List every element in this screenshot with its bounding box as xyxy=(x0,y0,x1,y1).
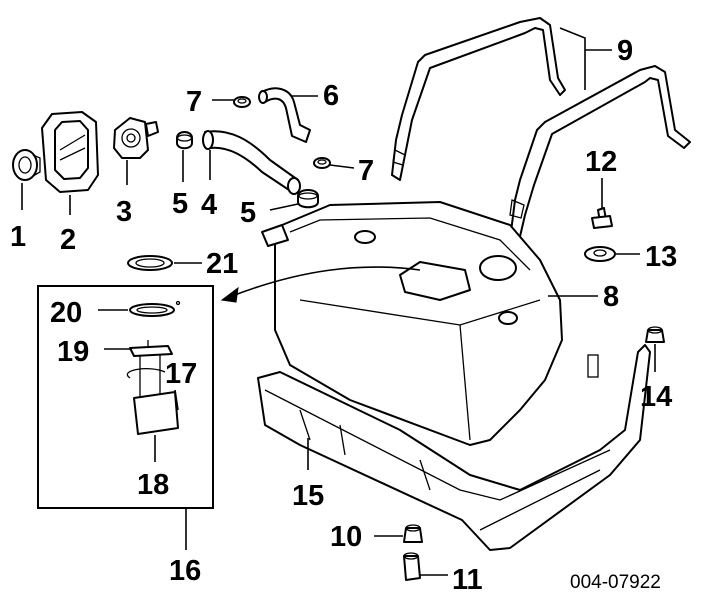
callout-15: 15 xyxy=(292,480,324,512)
callout-3: 3 xyxy=(116,196,132,228)
callout-17: 17 xyxy=(165,358,197,390)
callout-10: 10 xyxy=(330,521,362,553)
fuel-pump-module-icon xyxy=(126,340,179,435)
drawing-number: 004-07922 xyxy=(570,572,661,593)
callout-1: 1 xyxy=(10,221,26,253)
callout-6: 6 xyxy=(323,80,339,112)
tank-straps-icon xyxy=(391,17,691,246)
lock-ring-icon xyxy=(129,300,181,317)
pump-module-box xyxy=(37,285,214,509)
arrow-head-icon xyxy=(220,286,239,303)
gasket-icon xyxy=(127,255,173,271)
bolt-icon xyxy=(591,207,613,229)
vent-hose-icon xyxy=(258,87,311,143)
callout-13: 13 xyxy=(645,241,677,273)
washer-icon xyxy=(584,246,616,262)
small-clamp-icon xyxy=(233,96,251,108)
callout-7-a: 7 xyxy=(186,86,202,118)
callout-18: 18 xyxy=(137,469,169,501)
grommet-icon xyxy=(403,524,423,543)
fuel-cap-icon xyxy=(12,149,41,181)
callout-7-b: 7 xyxy=(358,155,374,187)
callout-21: 21 xyxy=(206,248,238,280)
callout-5-b: 5 xyxy=(240,197,256,229)
hose-clamp-icon xyxy=(297,189,319,209)
filler-flange-icon xyxy=(113,117,159,159)
grommet-icon xyxy=(645,326,665,343)
callout-9: 9 xyxy=(617,35,633,67)
callout-8: 8 xyxy=(603,281,619,313)
callout-11: 11 xyxy=(452,564,483,596)
callout-2: 2 xyxy=(60,224,76,256)
plug-icon xyxy=(403,552,421,581)
hose-clamp-icon xyxy=(176,131,193,150)
filler-hose-icon xyxy=(202,130,301,195)
skid-plate-icon xyxy=(257,344,651,551)
fuel-tank-icon xyxy=(261,201,563,446)
arrow-icon xyxy=(231,266,421,297)
callout-5-a: 5 xyxy=(172,188,188,220)
callout-14: 14 xyxy=(640,381,672,413)
callout-20: 20 xyxy=(50,297,82,329)
callout-4: 4 xyxy=(201,189,217,221)
callout-16: 16 xyxy=(169,555,201,587)
filler-housing-icon xyxy=(41,111,99,193)
callout-12: 12 xyxy=(585,146,617,178)
callout-19: 19 xyxy=(57,336,89,368)
small-clamp-icon xyxy=(313,157,331,169)
